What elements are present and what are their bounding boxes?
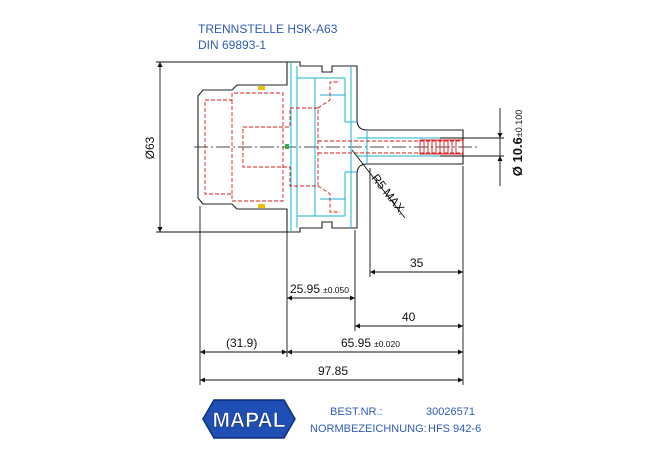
dimension-d10-6: Ø 10.6±0.100 xyxy=(440,108,525,186)
dimension-d63: Ø63 xyxy=(143,61,287,233)
dimension-40: 40 xyxy=(355,310,463,329)
dimension-97-85: 97.85 xyxy=(200,364,463,383)
standard-designation-value: HFS 942-6 xyxy=(428,423,481,435)
dimension-label-65-95: 65.95±0.020 xyxy=(341,336,400,350)
logo-background xyxy=(202,399,296,439)
dimension-label-25-95: 25.95±0.050 xyxy=(290,282,349,296)
marker-yellow xyxy=(258,86,265,90)
standard-designation-label: NORMBEZEICHNUNG: xyxy=(310,423,427,435)
hidden-lines xyxy=(204,81,464,213)
drawing-standard: DIN 69893-1 xyxy=(198,38,266,52)
dimension-label-d10-6: Ø 10.6±0.100 xyxy=(510,110,525,177)
logo-text: MAPAL xyxy=(212,409,285,432)
dimension-value: 65.95 xyxy=(341,336,371,350)
dimension-tolerance: ±0.100 xyxy=(514,110,524,137)
order-number-label: BEST.NR.: xyxy=(330,406,383,418)
dimension-31-9: (31.9) xyxy=(200,336,287,355)
marker-yellow xyxy=(258,204,265,208)
dimension-65-95: 65.95±0.020 xyxy=(287,336,463,355)
dimension-value: Ø 10.6 xyxy=(510,137,525,176)
dimension-tolerance: ±0.020 xyxy=(374,339,400,349)
part-section-lines xyxy=(290,62,463,232)
order-number-value: 30026571 xyxy=(426,406,475,418)
dimension-25-95: 25.95±0.050 xyxy=(287,282,355,301)
marker-green xyxy=(285,144,289,149)
thread-outline xyxy=(419,139,464,155)
hidden-cavity-outline xyxy=(204,92,284,202)
leader-line xyxy=(351,149,406,219)
extension-lines xyxy=(199,166,464,385)
hidden-channel xyxy=(317,81,340,109)
dimension-value: 25.95 xyxy=(290,282,320,296)
hidden-channel xyxy=(317,185,340,213)
drawing-title: TRENNSTELLE HSK-A63 xyxy=(198,22,338,36)
dimension-tolerance: ±0.050 xyxy=(323,285,349,295)
radius-callout: R5 MAX. xyxy=(351,149,410,219)
part-outline xyxy=(197,61,464,233)
info-block: BEST.NR.: 30026571 NORMBEZEICHNUNG: HFS … xyxy=(310,406,481,435)
dimension-35: 35 xyxy=(370,256,463,275)
dimension-label-97-85: 97.85 xyxy=(318,364,348,378)
dimension-label-35: 35 xyxy=(410,256,424,270)
thread-detail xyxy=(419,139,464,155)
radius-label: R5 MAX. xyxy=(369,171,410,217)
dimension-label-40: 40 xyxy=(402,310,416,324)
mapal-logo: MAPAL xyxy=(202,399,296,439)
dimension-label-d63: Ø63 xyxy=(143,136,157,159)
dimension-label-31-9: (31.9) xyxy=(226,336,257,350)
